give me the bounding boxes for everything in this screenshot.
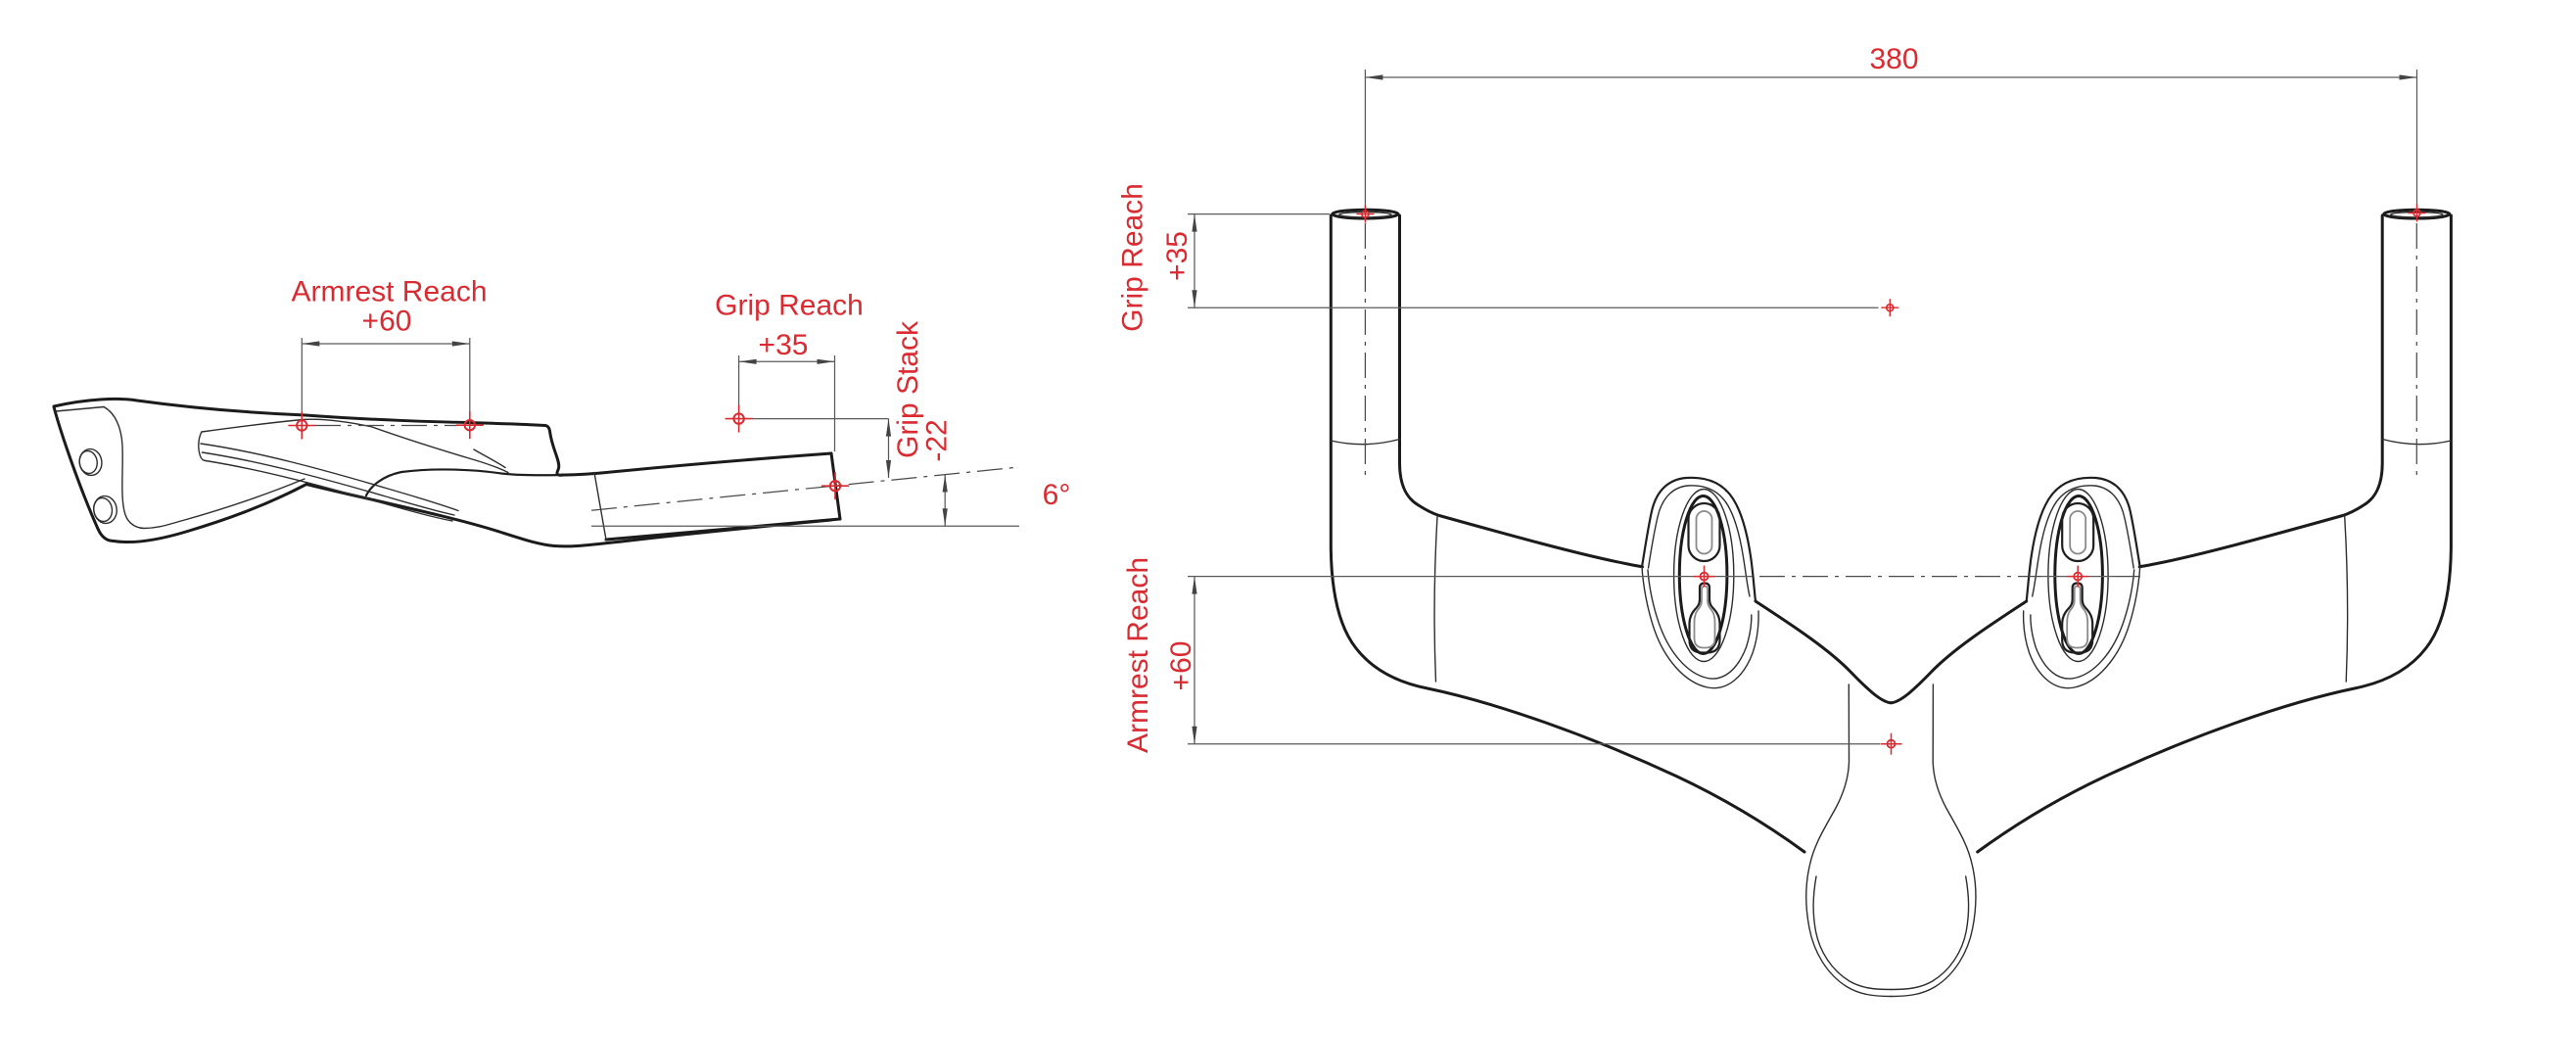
svg-text:Armrest Reach: Armrest Reach [291, 276, 487, 308]
svg-text:380: 380 [1869, 43, 1918, 75]
svg-text:Armrest Reach: Armrest Reach [1122, 557, 1154, 753]
svg-text:+35: +35 [1161, 231, 1194, 281]
svg-text:6°: 6° [1043, 479, 1071, 511]
svg-text:Grip Reach: Grip Reach [715, 290, 864, 322]
svg-text:Grip Stack: Grip Stack [892, 320, 924, 458]
svg-text:Grip Reach: Grip Reach [1117, 183, 1149, 332]
svg-text:+60: +60 [1165, 641, 1197, 691]
svg-text:-22: -22 [921, 419, 954, 461]
svg-text:+60: +60 [362, 306, 412, 338]
svg-text:+35: +35 [759, 329, 809, 361]
